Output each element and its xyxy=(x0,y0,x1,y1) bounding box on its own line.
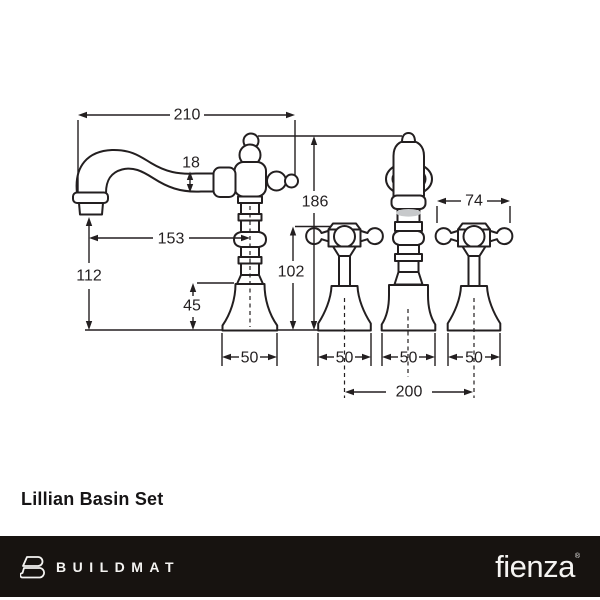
dim-label-spout-tube: 18 xyxy=(182,155,200,172)
buildmat-wordmark: BUILDMAT xyxy=(56,558,181,575)
dim-label-flange-right-handle: 50 xyxy=(465,350,483,367)
dim-label-flange-left-handle: 50 xyxy=(336,350,354,367)
footer-bar: BUILDMAT fienza ® xyxy=(0,536,600,597)
dim-label-outlet-clearance: 112 xyxy=(76,268,102,285)
mixer-column xyxy=(380,132,437,332)
dim-label-flange-mixer: 50 xyxy=(400,350,418,367)
dim-label-overall-height: 186 xyxy=(302,194,329,211)
dim-label-handle-height: 102 xyxy=(278,264,305,281)
product-title: Lillian Basin Set xyxy=(21,489,164,509)
dim-label-hole-centres: 200 xyxy=(396,384,423,401)
dimension-arrowheads xyxy=(78,111,510,396)
dimension-lines xyxy=(77,114,511,393)
dimension-labels: 210 18 186 74 153 102 112 45 50 50 50 50… xyxy=(76,107,483,401)
faucet-drawing xyxy=(72,132,514,332)
dimension-diagram: 210 18 186 74 153 102 112 45 50 50 50 50… xyxy=(72,107,514,401)
dim-label-spout-reach: 210 xyxy=(174,107,201,124)
dim-label-handle-width: 74 xyxy=(465,193,483,210)
buildmat-logo: BUILDMAT xyxy=(20,554,180,580)
fienza-wordmark: fienza xyxy=(495,549,575,584)
fienza-logo: fienza ® xyxy=(495,551,580,582)
registered-trademark-icon: ® xyxy=(574,553,580,560)
buildmat-logo-icon xyxy=(20,555,45,578)
dim-label-spout-projection: 153 xyxy=(158,231,185,248)
centerlines xyxy=(249,206,475,398)
dim-label-flange-spout: 50 xyxy=(241,350,259,367)
dim-label-flange-height: 45 xyxy=(183,298,201,315)
